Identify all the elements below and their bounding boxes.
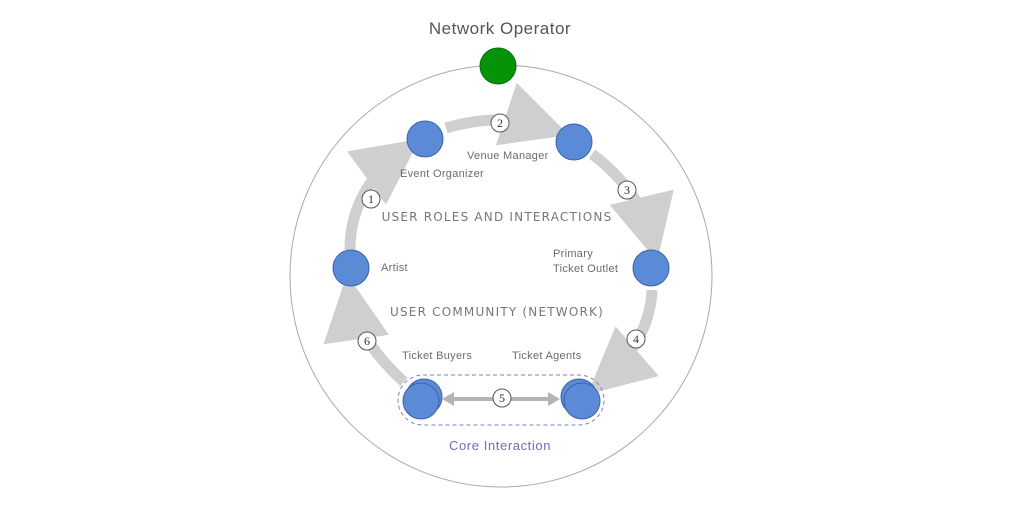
step-badge-label: 3 bbox=[624, 183, 630, 197]
event-organizer-node bbox=[406, 120, 444, 158]
step-badge-label: 2 bbox=[497, 116, 503, 130]
step-badge-6: 6 bbox=[357, 331, 377, 351]
ticket-agents-node bbox=[560, 378, 601, 420]
step-badge-1: 1 bbox=[361, 189, 381, 209]
core-interaction-label: Core Interaction bbox=[449, 438, 551, 453]
artist-node bbox=[332, 249, 370, 287]
ticket-buyers-node bbox=[402, 378, 443, 420]
step-badge-4: 4 bbox=[626, 329, 646, 349]
artist-label: Artist bbox=[381, 262, 408, 274]
step-badge-3: 3 bbox=[617, 180, 637, 200]
diagram-title: Network Operator bbox=[429, 19, 571, 38]
step-badge-label: 5 bbox=[499, 391, 505, 405]
step-badge-5: 5 bbox=[492, 388, 512, 408]
event-organizer-label: Event Organizer bbox=[400, 168, 484, 180]
primary-ticket-outlet-label-line2: Ticket Outlet bbox=[553, 263, 618, 275]
ticket-buyers-label: Ticket Buyers bbox=[402, 350, 472, 362]
step-badge-2: 2 bbox=[490, 113, 510, 133]
venue-manager-label: Venue Manager bbox=[467, 150, 549, 162]
step-badges: 1 2 3 4 5 6 bbox=[357, 113, 646, 408]
step-badge-label: 1 bbox=[368, 192, 374, 206]
user-community-heading: USER COMMUNITY (NETWORK) bbox=[390, 305, 604, 319]
primary-ticket-outlet-node bbox=[632, 249, 670, 287]
user-roles-heading: USER ROLES AND INTERACTIONS bbox=[382, 210, 613, 224]
network-operator-node bbox=[479, 47, 517, 85]
primary-ticket-outlet-label-line1: Primary bbox=[553, 248, 593, 260]
ticket-agents-label: Ticket Agents bbox=[512, 350, 582, 362]
core-interaction-box bbox=[397, 374, 605, 426]
step-badge-label: 6 bbox=[364, 334, 370, 348]
step-badge-label: 4 bbox=[633, 332, 639, 346]
venue-manager-node bbox=[555, 123, 593, 161]
